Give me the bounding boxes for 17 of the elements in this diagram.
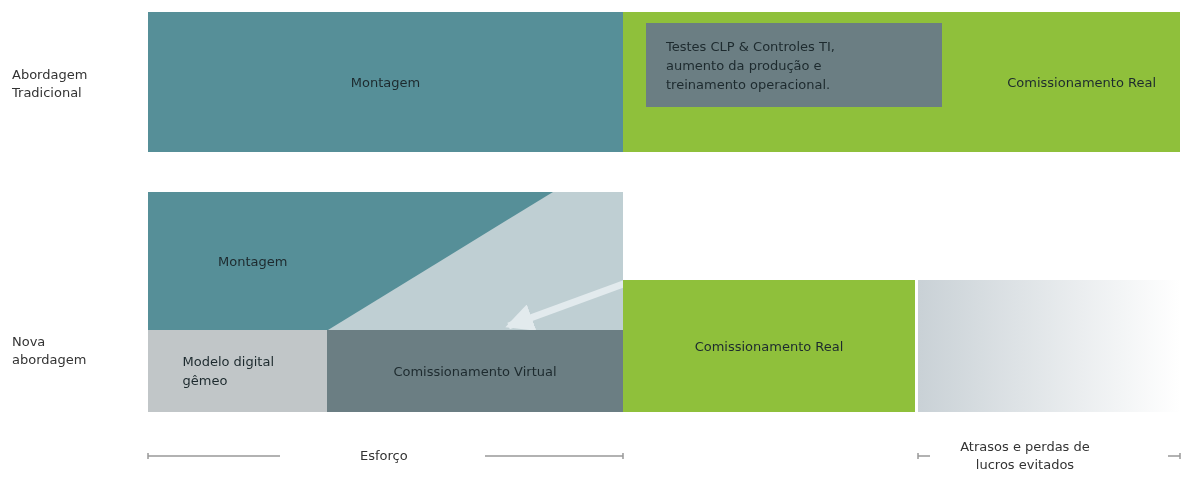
block-label: Testes CLP & Controles TI, aumento da produção e treinamento operacional. <box>666 37 836 94</box>
phase-block <box>623 12 1180 152</box>
block-label: Comissionamento Real <box>694 337 844 356</box>
phase-block <box>327 330 623 412</box>
block-label: Modelo digital gêmeo <box>182 353 276 390</box>
block-label: Montagem <box>218 253 288 271</box>
task-block <box>646 23 942 107</box>
phase-block <box>148 12 623 152</box>
row-label: Esforço <box>360 447 408 465</box>
phase-block <box>148 330 327 412</box>
block-label: Montagem <box>350 73 421 92</box>
row-label: Atrasos e perdas de lucros evitados <box>959 438 1091 474</box>
row-label: Abordagem Tradicional <box>12 66 89 102</box>
phase-block <box>623 280 915 412</box>
block-label: Comissionamento Virtual <box>393 362 557 381</box>
block-label: Comissionamento Real <box>1007 73 1156 92</box>
row-label: Nova abordagem <box>12 333 88 369</box>
